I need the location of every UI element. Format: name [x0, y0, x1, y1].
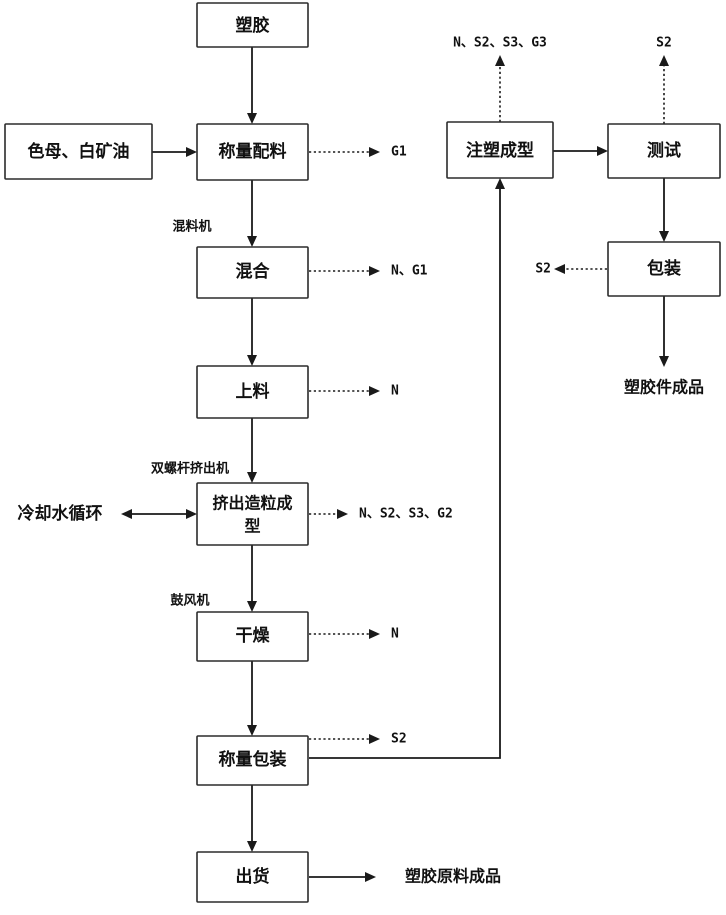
connector-plastic-to-weighbatch	[247, 47, 257, 124]
node-mixing[interactable]: 混合	[196, 246, 309, 299]
node-drying[interactable]: 干燥	[196, 611, 309, 662]
node-testing[interactable]: 测试	[607, 123, 721, 179]
emission-injection-molding-text: N、S2、S3、G3	[453, 36, 547, 51]
emission-label-weigh-batch: G1	[391, 145, 407, 160]
emission-label-weigh-pack: S2	[391, 732, 407, 747]
node-extrusion[interactable]: 挤出造粒成 型	[196, 482, 309, 546]
node-masterbatch-oil-label: 色母、白矿油	[28, 141, 130, 162]
node-drying-label: 干燥	[236, 626, 271, 646]
node-weigh-pack[interactable]: 称量包装	[196, 735, 309, 786]
connector-extrusion-emission	[309, 509, 348, 519]
connector-mixing-to-feeding	[247, 298, 257, 366]
connector-injection-to-testing	[553, 146, 608, 156]
node-packaging-label: 包装	[647, 258, 681, 279]
output-plastic-part-product: 塑胶件成品	[624, 378, 704, 397]
equipment-mixer-label: 混料机	[172, 219, 211, 235]
emission-label-mixing: N、G1	[391, 264, 428, 279]
equipment-label-twin-screw-extruder: 双螺杆挤出机	[151, 461, 229, 477]
connector-masterbatch-to-weighbatch	[152, 147, 197, 157]
node-injection-molding-label: 注塑成型	[466, 140, 534, 161]
node-plastic-raw-label: 塑胶	[236, 15, 270, 36]
emission-label-drying: N	[391, 627, 399, 642]
connector-extrusion-cooling-water	[121, 509, 197, 519]
node-extrusion-label-line1: 挤出造粒成	[212, 494, 292, 513]
emission-extrusion-text: N、S2、S3、G2	[359, 507, 453, 522]
connector-weighpack-to-shipping	[247, 785, 257, 852]
connector-weighpack-to-injection	[309, 178, 505, 759]
emission-label-testing: S2	[656, 36, 672, 51]
node-injection-molding[interactable]: 注塑成型	[446, 121, 554, 179]
emission-packaging-text: S2	[535, 262, 551, 277]
connector-weighbatch-emission	[309, 147, 380, 157]
connector-weighpack-emission	[309, 734, 380, 744]
connector-mixing-emission	[309, 266, 380, 276]
node-packaging[interactable]: 包装	[607, 241, 721, 297]
node-weigh-pack-label: 称量包装	[219, 749, 287, 770]
connector-drying-to-weighpack	[247, 661, 257, 736]
output-plastic-material-product-label: 塑胶原料成品	[405, 867, 501, 886]
connector-injection-emission	[495, 55, 505, 122]
node-mixing-label: 混合	[236, 261, 271, 282]
connector-testing-emission	[659, 55, 669, 124]
emission-label-packaging: S2	[535, 262, 551, 277]
connector-testing-to-packaging	[659, 178, 669, 242]
node-feeding-label: 上料	[236, 381, 270, 402]
emission-testing-text: S2	[656, 36, 672, 51]
node-cooling-water-label: 冷却水循环	[18, 503, 103, 524]
connector-drying-emission	[309, 629, 380, 639]
emission-label-injection-molding: N、S2、S3、G3	[453, 36, 547, 51]
connector-feeding-to-extrusion	[247, 418, 257, 483]
connector-layer	[121, 47, 669, 882]
connector-shipping-to-material-product	[309, 872, 376, 882]
node-masterbatch-oil[interactable]: 色母、白矿油	[4, 123, 153, 180]
emission-mixing-text: N、G1	[391, 264, 428, 279]
output-plastic-part-product-label: 塑胶件成品	[624, 378, 704, 397]
connector-packaging-emission	[554, 264, 607, 274]
emission-label-extrusion: N、S2、S3、G2	[359, 507, 453, 522]
equipment-label-mixer: 混料机	[172, 219, 211, 235]
connector-packaging-to-part-product	[659, 296, 669, 367]
node-weigh-batch[interactable]: 称量配料	[196, 123, 309, 181]
connector-feeding-emission	[309, 386, 380, 396]
equipment-label-blower: 鼓风机	[170, 593, 209, 609]
emission-label-feeding: N	[391, 384, 399, 399]
emission-weigh-batch-text: G1	[391, 145, 407, 160]
node-plastic-raw[interactable]: 塑胶	[196, 2, 309, 48]
node-weigh-batch-label: 称量配料	[219, 141, 287, 162]
node-feeding[interactable]: 上料	[196, 365, 309, 419]
node-testing-label: 测试	[647, 140, 681, 161]
equipment-blower-label: 鼓风机	[170, 593, 209, 609]
node-shipping-label: 出货	[236, 866, 270, 887]
output-plastic-material-product: 塑胶原料成品	[405, 867, 501, 886]
connector-extrusion-to-drying	[247, 545, 257, 612]
node-extrusion-label-line2: 型	[244, 517, 260, 536]
connector-weighbatch-to-mixing	[247, 180, 257, 247]
node-shipping[interactable]: 出货	[196, 851, 309, 903]
emission-drying-text: N	[391, 627, 399, 642]
emission-feeding-text: N	[391, 384, 399, 399]
node-cooling-water[interactable]: 冷却水循环	[0, 487, 121, 542]
equipment-twin-screw-extruder-label: 双螺杆挤出机	[151, 461, 229, 477]
emission-weigh-pack-text: S2	[391, 732, 407, 747]
